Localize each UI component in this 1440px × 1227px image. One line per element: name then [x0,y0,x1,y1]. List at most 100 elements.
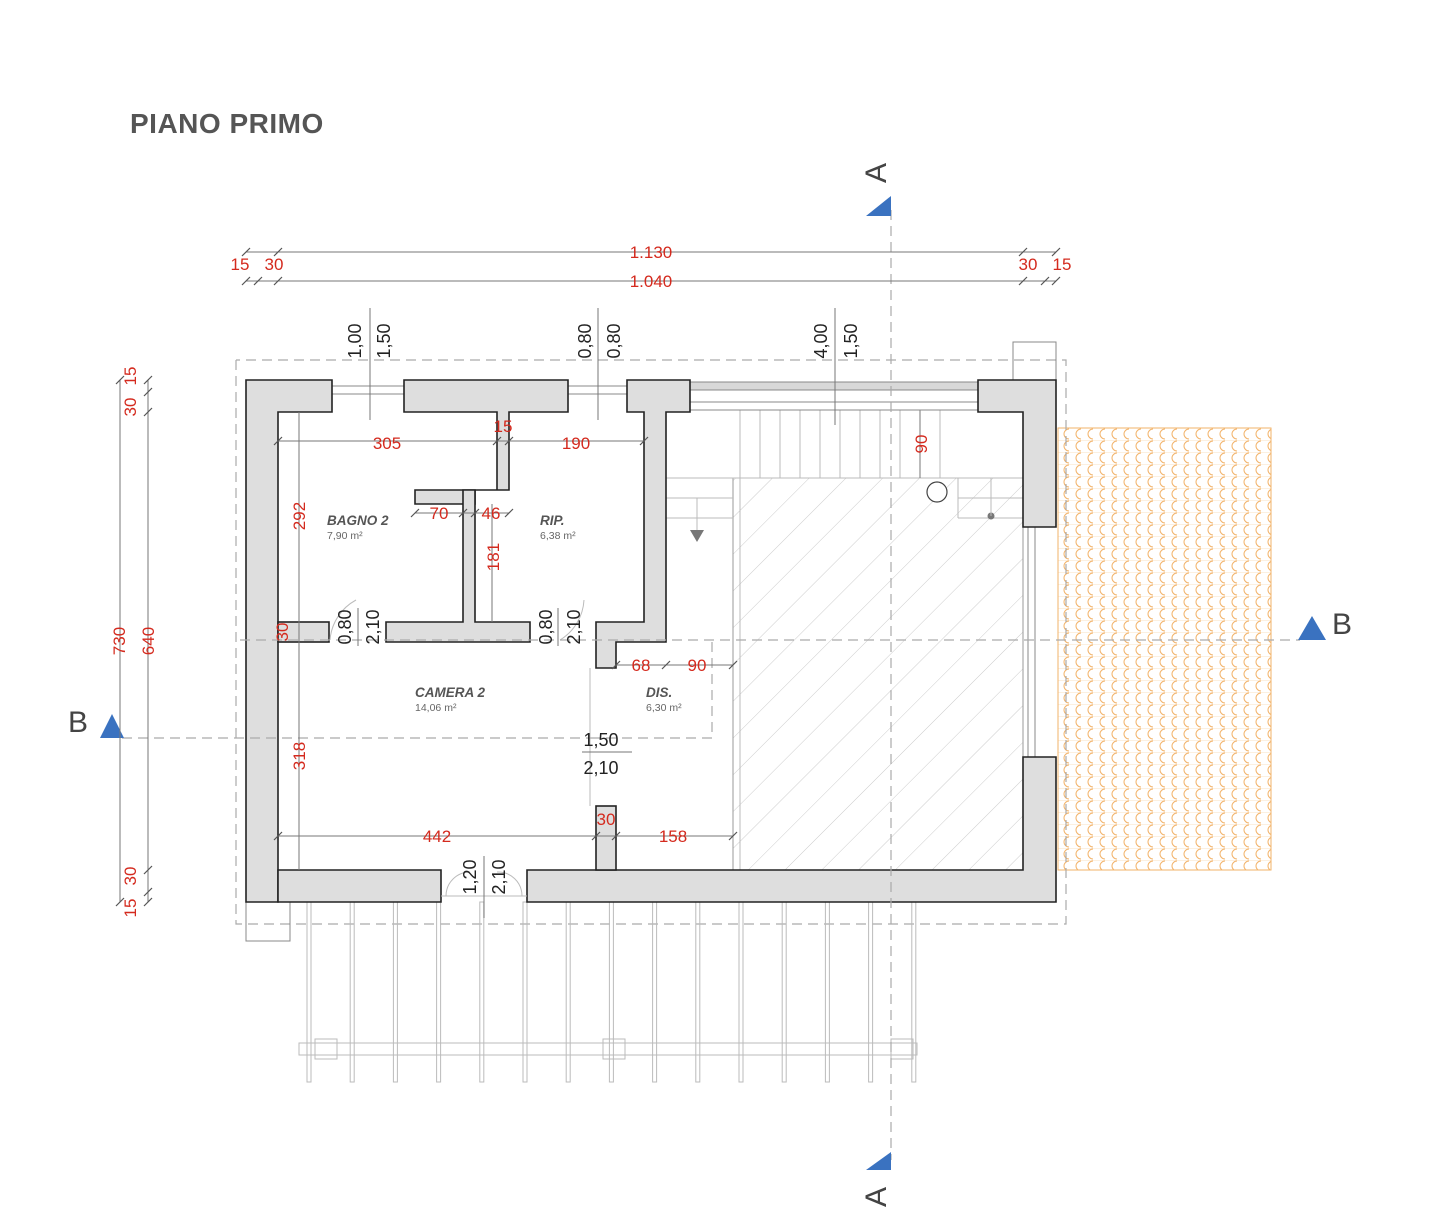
dimension-tick [611,660,621,670]
dimension-tick [1051,276,1061,286]
dim-wall-15: 15 [494,417,513,436]
dimension-tick [273,831,283,841]
dim-top-30-left: 30 [265,255,284,274]
doors [329,599,713,897]
dim-left-640: 640 [139,627,158,655]
room-area-dis: 6,30 m² [646,702,682,714]
dimension-tick [115,897,125,907]
window-bagno-width: 1,00 [345,323,365,358]
dimension-tick [143,387,153,397]
dimension-tick [410,508,420,518]
dim-overall-outer: 1.130 [630,243,673,262]
room-area-camera: 14,06 m² [415,702,457,714]
dim-left-30-bottom: 30 [121,867,140,886]
window-stair-height: 1,50 [841,323,861,358]
section-b-marker-right [1298,616,1326,640]
chimney-base [245,901,291,942]
dimension-lines [115,247,1061,918]
dim-bagno-depth: 292 [290,502,309,530]
dimension-tick [143,887,153,897]
roof-outline [235,359,1067,925]
dimension-tick [143,375,153,385]
dim-bagno-width: 305 [373,434,401,453]
dim-camera-width: 442 [423,827,451,846]
section-b-marker-left [100,714,124,738]
dim-inner-70: 70 [430,504,449,523]
dim-wall-30-left: 30 [273,623,292,642]
dimension-tick [241,276,251,286]
door-camera-height: 2,10 [583,758,618,778]
dim-inner-46: 46 [482,504,501,523]
dimension-tick [504,436,514,446]
dim-left-15-bottom: 15 [121,899,140,918]
balcony-pergola [298,901,918,1083]
dim-left-730: 730 [110,627,129,655]
dimension-tick [1018,247,1028,257]
dim-dis-158: 158 [659,827,687,846]
window-rip-width: 0,80 [575,323,595,358]
dim-rip-width: 190 [562,434,590,453]
stair-void [732,477,1024,871]
dim-dis-90: 90 [688,656,707,675]
dim-dis-68: 68 [632,656,651,675]
door-rip-height: 2,10 [564,609,584,644]
pergola-post [479,901,485,1083]
pergola-post [522,901,528,1083]
door-balcony-width: 1,20 [460,859,480,894]
window-rip-height: 0,80 [604,323,624,358]
dimension-tick [273,276,283,286]
dim-top-15-right: 15 [1053,255,1072,274]
dim-camera-depth: 318 [290,742,309,770]
section-a-label-top: A [860,163,893,183]
room-name-rip: RIP. [540,513,565,528]
dimension-tick [492,436,502,446]
window-bagno-height: 1,50 [374,323,394,358]
dimension-tick [470,508,480,518]
dim-wall-30-mid: 30 [597,810,616,829]
door-balcony-height: 2,10 [489,859,509,894]
section-a-marker-top [866,196,891,216]
page-title: PIANO PRIMO [130,108,324,139]
room-name-dis: DIS. [646,685,672,700]
dim-left-30-top: 30 [121,398,140,417]
dim-top-15-left: 15 [231,255,250,274]
dimension-tick [143,865,153,875]
dimension-tick [728,660,738,670]
dimension-tick [591,831,601,841]
dimension-tick [143,897,153,907]
dimension-tick [611,831,621,841]
dimension-tick [1051,247,1061,257]
door-rip-width: 0,80 [536,609,556,644]
section-a-marker-bottom [866,1152,891,1170]
door-bagno-height: 2,10 [363,609,383,644]
section-lines [122,210,1300,1160]
dimension-tick [458,508,468,518]
door-camera-width: 1,50 [583,730,618,750]
walls [245,379,1057,903]
dimension-tick [253,276,263,286]
dim-overall-inner: 1.040 [630,272,673,291]
dimension-tick [273,436,283,446]
section-a-label-bottom: A [860,1187,893,1207]
dimension-tick [115,375,125,385]
section-b-label-left: B [68,706,88,739]
dimension-tick [504,508,514,518]
dimension-tick [728,831,738,841]
room-name-bagno: BAGNO 2 [327,513,389,528]
roof-tiles [1057,427,1272,871]
dim-left-15-top: 15 [121,367,140,386]
door-bagno-width: 0,80 [335,609,355,644]
dimension-tick [661,660,671,670]
window-stair-width: 4,00 [811,323,831,358]
room-area-bagno: 7,90 m² [327,530,363,542]
section-b-label-right: B [1332,608,1352,641]
chimney-top [1012,341,1057,383]
dimension-tick [1040,276,1050,286]
room-name-camera: CAMERA 2 [415,685,485,700]
dimension-tick [639,436,649,446]
dim-stair-90: 90 [912,435,931,454]
dimension-tick [1018,276,1028,286]
dimension-tick [273,247,283,257]
dim-top-30-right: 30 [1019,255,1038,274]
